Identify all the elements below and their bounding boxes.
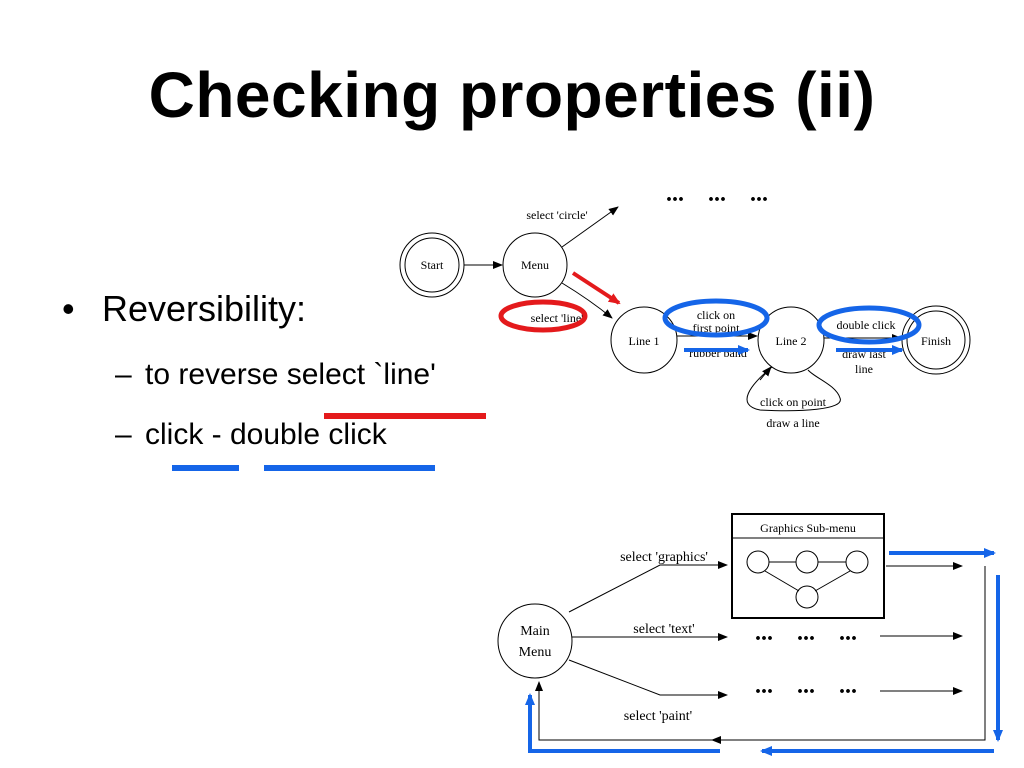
sub-item-click-double-click: –click - double click [115, 418, 387, 452]
sub-item-text: to reverse select `line' [145, 358, 436, 391]
svg-text:click on point: click on point [760, 395, 827, 409]
svg-text:select 'line': select 'line' [531, 311, 584, 325]
slide-title: Checking properties (ii) [148, 59, 876, 131]
svg-text:Graphics Sub-menu: Graphics Sub-menu [760, 521, 856, 535]
bottom-menu-diagram: Main Menu Graphics Sub-menu select 'grap… [497, 513, 1003, 756]
svg-text:select 'paint': select 'paint' [624, 709, 692, 724]
svg-text:draw a line: draw a line [766, 416, 819, 430]
state-start: Start [399, 232, 465, 298]
svg-text:... ... ...: ... ... ... [666, 181, 768, 207]
svg-text:click on: click on [697, 308, 735, 322]
bullet-dot: • [62, 288, 75, 329]
svg-text:Menu: Menu [519, 645, 552, 660]
red-highlight-select-line [498, 299, 588, 333]
svg-text:first point: first point [693, 321, 741, 335]
state-line-1: Line 1 [610, 306, 678, 374]
svg-text:Main: Main [520, 624, 550, 639]
state-line-2: Line 2 [757, 306, 825, 374]
svg-text:select 'graphics': select 'graphics' [620, 550, 708, 565]
top-state-diagram: Start Menu Line 1 Line 2 Finish [399, 181, 971, 430]
sub-item-reverse-select: –to reverse select `line' [115, 358, 436, 392]
svg-text:double click: double click [837, 318, 896, 332]
svg-text:Start: Start [421, 258, 444, 272]
svg-text:... ... ...: ... ... ... [755, 673, 857, 699]
blue-highlight-click-on [662, 298, 770, 338]
dash-glyph: – [115, 358, 132, 391]
red-underline-line [324, 413, 486, 419]
bullet-reversibility: • Reversibility: [62, 288, 306, 330]
blue-loop-left [525, 693, 720, 753]
state-main-menu: Main Menu [497, 603, 573, 679]
svg-text:Line 2: Line 2 [776, 334, 807, 348]
svg-text:line: line [855, 362, 873, 376]
state-menu: Menu [502, 232, 568, 298]
svg-text:... ... ...: ... ... ... [755, 620, 857, 646]
dash-glyph: – [115, 418, 132, 451]
svg-text:Line 1: Line 1 [629, 334, 660, 348]
svg-text:select 'circle': select 'circle' [526, 208, 587, 222]
blue-highlight-double-click [816, 305, 922, 345]
svg-text:select 'text': select 'text' [633, 622, 694, 637]
red-arrow [571, 271, 621, 305]
blue-underline-click [172, 465, 239, 471]
state-finish: Finish [901, 305, 971, 375]
sub-item-text: click - double click [145, 418, 387, 451]
svg-text:Menu: Menu [521, 258, 549, 272]
graphics-submenu-box: Graphics Sub-menu [731, 513, 885, 619]
bullet-text: Reversibility: [102, 288, 307, 329]
blue-underline-double-click [264, 465, 435, 471]
svg-text:Finish: Finish [921, 334, 951, 348]
